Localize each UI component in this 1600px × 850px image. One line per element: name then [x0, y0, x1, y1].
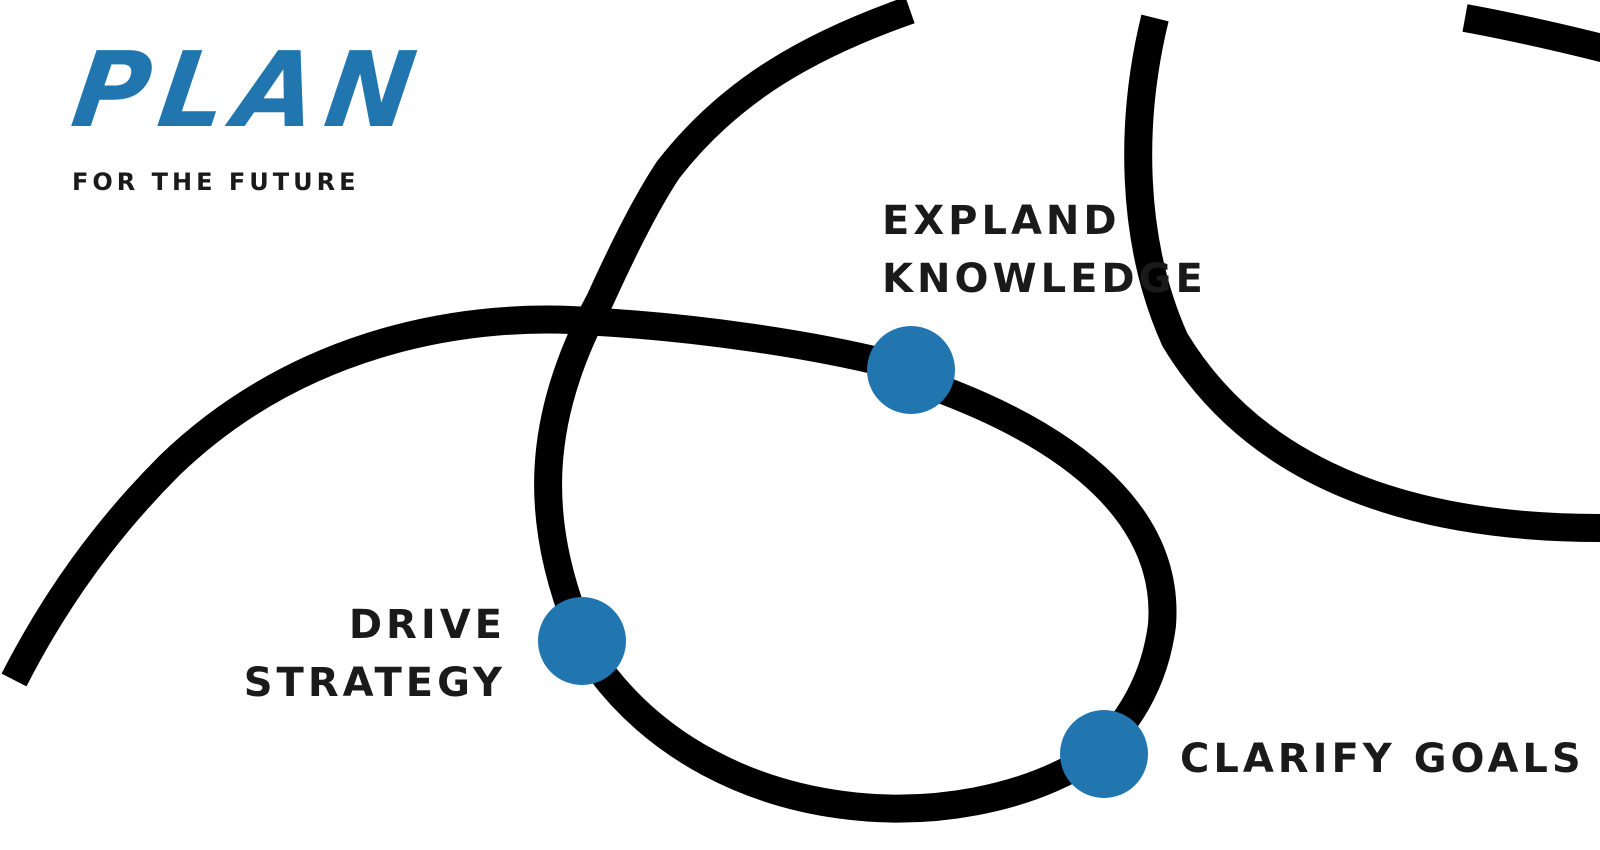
label-clarify-goals: CLARIFY GOALS [1180, 730, 1585, 788]
milestone-dot-expland-knowledge [867, 326, 955, 414]
label-expland-knowledge-line2: KNOWLEDGE [882, 256, 1207, 302]
label-clarify-goals-line1: CLARIFY GOALS [1180, 736, 1585, 782]
label-expland-knowledge-line1: EXPLAND [882, 198, 1121, 244]
label-drive-strategy-line1: DRIVE [348, 602, 506, 648]
curve-left-swoop [1, 305, 894, 687]
label-drive-strategy-line2: STRATEGY [243, 660, 506, 706]
curve-top-right-arc [1124, 14, 1600, 542]
curve-loop-bottom [588, 661, 1098, 823]
diagram-subtitle: FOR THE FUTURE [72, 168, 360, 196]
curve-loop-left [534, 0, 915, 634]
milestone-dot-clarify-goals [1060, 710, 1148, 798]
label-expland-knowledge: EXPLAND KNOWLEDGE [882, 192, 1207, 308]
milestone-dot-drive-strategy [538, 597, 626, 685]
curve-top-right-edge [1462, 4, 1600, 62]
label-drive-strategy: DRIVE STRATEGY [230, 596, 506, 712]
curve-loop-right [927, 372, 1177, 760]
diagram-title: PLAN [65, 29, 433, 151]
